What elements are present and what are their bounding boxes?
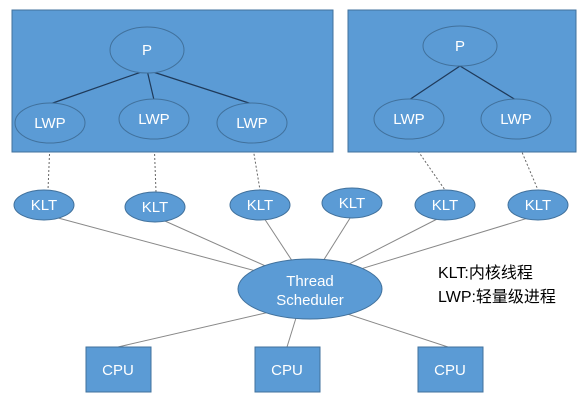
edge-lwp-klt-4	[408, 137, 446, 191]
cpu-node-3-label: CPU	[434, 362, 466, 379]
cpu-node-2	[254, 346, 321, 393]
legend-lwp: LWP:轻量级进程	[438, 288, 556, 306]
klt-node-5-label: KLT	[432, 197, 458, 214]
edge-p1-lwp2	[146, 69, 155, 101]
edge-p2-lwp1	[408, 65, 461, 101]
klt-node-3	[229, 189, 291, 221]
cpu-node-2-label: CPU	[271, 362, 303, 379]
klt-node-1-label: KLT	[31, 197, 57, 214]
lwp-node-2	[118, 98, 190, 140]
legend: KLT:内核线程 LWP:轻量级进程	[438, 264, 556, 306]
process-node-2	[422, 25, 498, 67]
lwp-node-3	[216, 102, 288, 144]
process-node-1	[109, 26, 185, 74]
process-box-2: P LWP LWP	[347, 9, 577, 153]
cpu-node-1	[85, 346, 152, 393]
process-box-1: P LWP LWP LWP	[11, 9, 334, 153]
lwp-node-4-label: LWP	[393, 111, 424, 128]
thread-scheduler-label-line1: Thread	[286, 273, 334, 290]
klt-node-2-label: KLT	[142, 199, 168, 216]
lwp-node-5	[480, 98, 552, 140]
edge-p1-lwp3	[146, 69, 253, 105]
lwp-node-1-label: LWP	[34, 115, 65, 132]
klt-node-6	[507, 189, 569, 221]
lwp-node-4	[373, 98, 445, 140]
klt-node-1	[13, 189, 75, 221]
legend-klt: KLT:内核线程	[438, 264, 533, 282]
process-node-2-label: P	[455, 38, 465, 55]
klt-node-6-label: KLT	[525, 197, 551, 214]
thread-scheduler: Thread Scheduler	[237, 258, 383, 320]
klt-node-5	[414, 189, 476, 221]
klt-node-4	[321, 187, 383, 219]
thread-scheduler-node	[237, 258, 383, 320]
process-node-1-label: P	[142, 42, 152, 59]
cpu-row: CPU CPU CPU	[85, 346, 484, 393]
klt-row: KLT KLT KLT KLT KLT KLT	[13, 187, 569, 223]
klt-node-2	[124, 191, 186, 223]
thread-scheduler-label-line2: Scheduler	[276, 292, 344, 309]
cpu-node-3	[417, 346, 484, 393]
klt-node-4-label: KLT	[339, 195, 365, 212]
lwp-node-5-label: LWP	[500, 111, 531, 128]
klt-node-3-label: KLT	[247, 197, 273, 214]
lwp-node-1	[14, 102, 86, 144]
lwp-node-2-label: LWP	[138, 111, 169, 128]
edge-p2-lwp2	[459, 65, 517, 101]
edge-p1-lwp1	[49, 69, 148, 105]
cpu-node-1-label: CPU	[102, 362, 134, 379]
lwp-node-3-label: LWP	[236, 115, 267, 132]
